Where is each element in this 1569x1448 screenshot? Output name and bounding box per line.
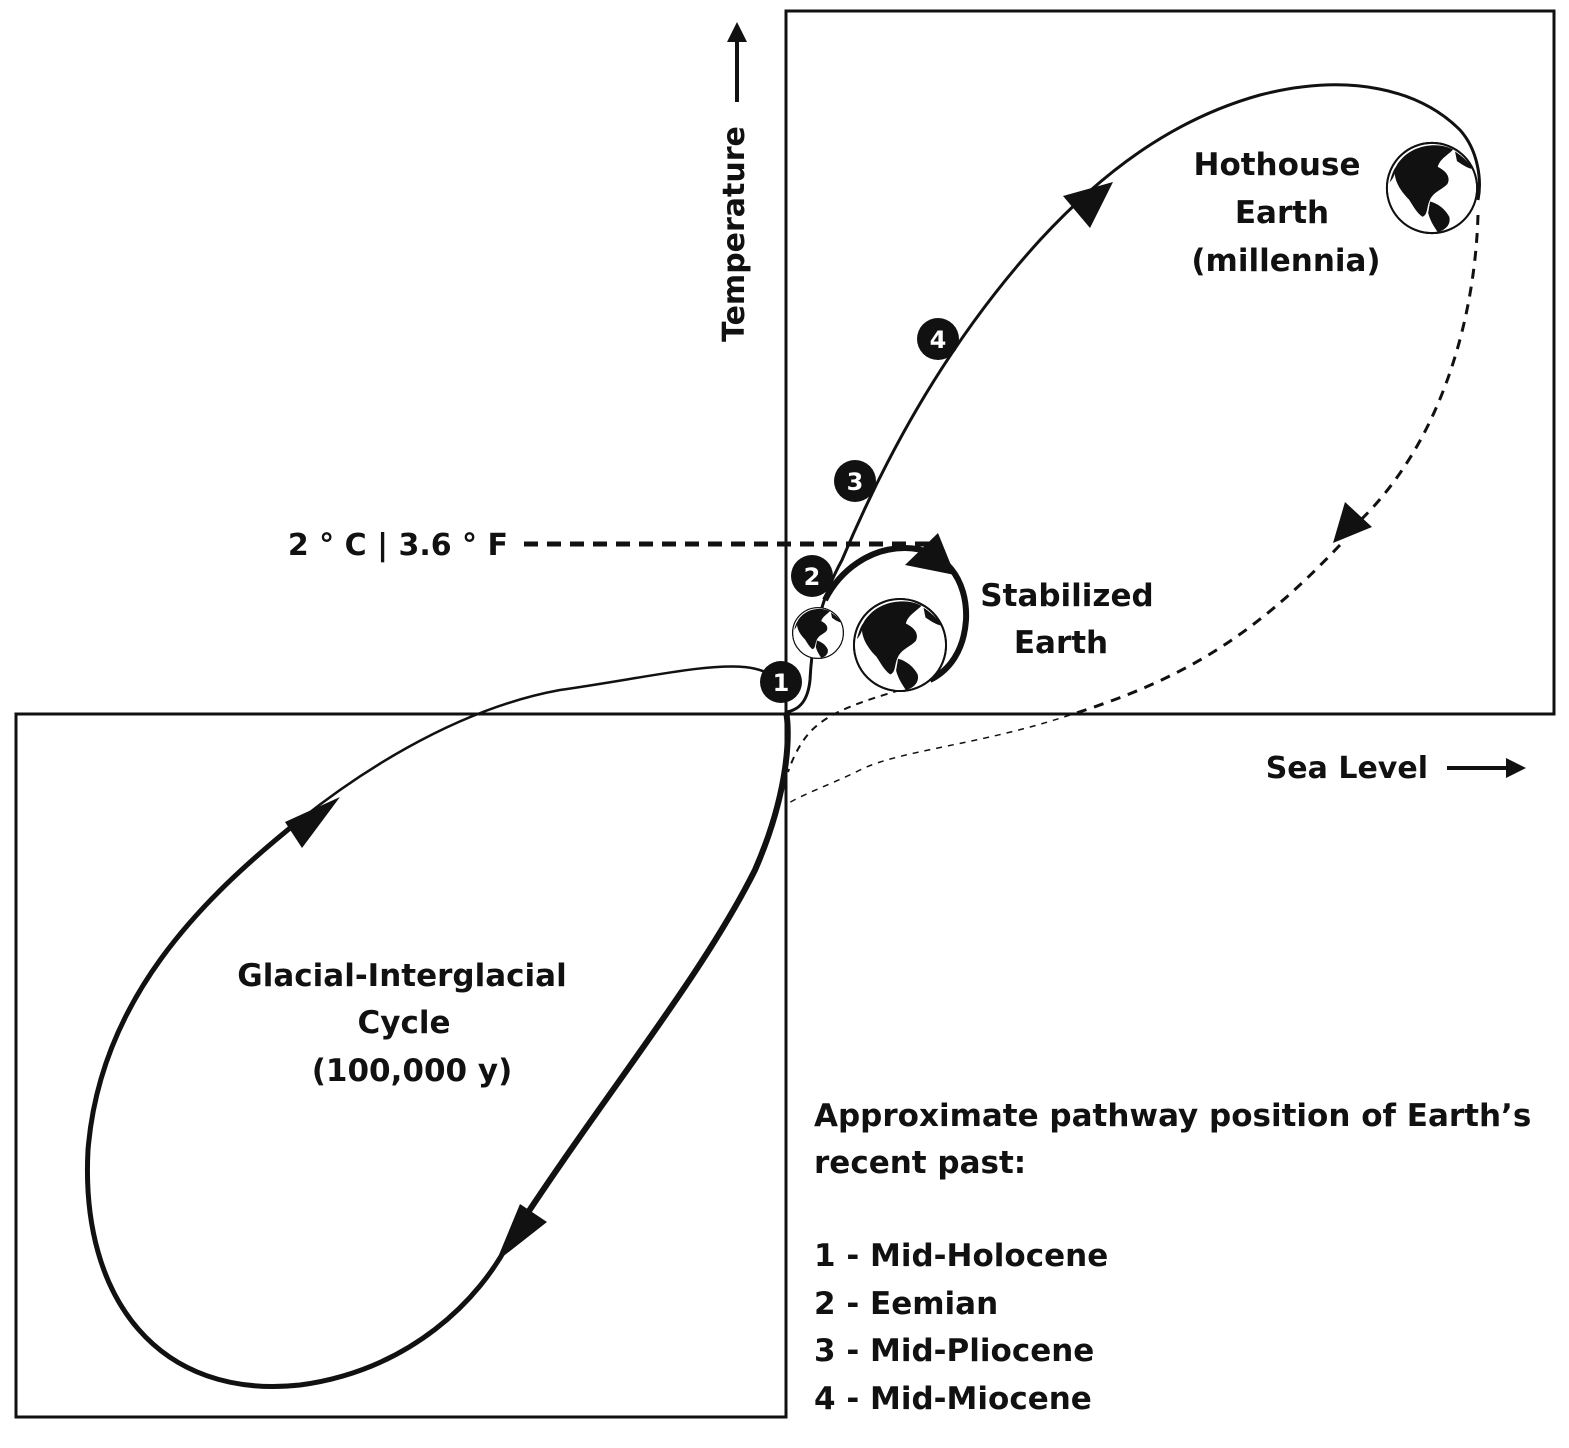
earth-globe-icon bbox=[852, 597, 948, 693]
marker-2: 2 bbox=[791, 555, 833, 597]
temperature-axis: Temperature bbox=[717, 22, 752, 342]
svg-text:Earth: Earth bbox=[1235, 195, 1329, 231]
legend-item: 3 - Mid-Pliocene bbox=[814, 1333, 1094, 1369]
arrowhead-icon bbox=[905, 533, 955, 575]
marker-3: 3 bbox=[834, 460, 876, 502]
axis-arrow-icon bbox=[1447, 758, 1526, 778]
svg-text:Cycle: Cycle bbox=[358, 1005, 451, 1041]
stabilized-pathway bbox=[822, 533, 970, 683]
svg-text:Earth: Earth bbox=[1014, 625, 1108, 661]
earth-globe-icon bbox=[1385, 141, 1479, 235]
svg-text:(millennia): (millennia) bbox=[1191, 243, 1380, 279]
svg-text:Hothouse: Hothouse bbox=[1194, 147, 1361, 183]
svg-text:3: 3 bbox=[847, 468, 864, 496]
glacial-interglacial-loop bbox=[84, 665, 791, 1389]
hothouse-label: Hothouse Earth (millennia) bbox=[1191, 147, 1380, 279]
earth-globe-icon bbox=[792, 607, 844, 659]
temperature-axis-label: Temperature bbox=[717, 126, 752, 342]
legend-item: 1 - Mid-Holocene bbox=[814, 1238, 1108, 1274]
upper-right-frame bbox=[784, 9, 1556, 716]
svg-text:(100,000 y): (100,000 y) bbox=[312, 1053, 513, 1089]
legend-item: 4 - Mid-Miocene bbox=[814, 1381, 1092, 1417]
arrowhead-icon bbox=[285, 797, 340, 848]
legend-title: Approximate pathway position of Earth’s bbox=[814, 1098, 1531, 1134]
svg-text:Stabilized: Stabilized bbox=[980, 578, 1153, 614]
svg-text:4: 4 bbox=[930, 326, 947, 354]
svg-text:2: 2 bbox=[804, 563, 821, 591]
arrowhead-icon bbox=[1063, 182, 1113, 228]
legend-item: 2 - Eemian bbox=[814, 1286, 998, 1322]
legend: Approximate pathway position of Earth’s … bbox=[814, 1098, 1531, 1417]
threshold-marker: 2 ° C | 3.6 ° F bbox=[288, 528, 930, 563]
svg-text:Glacial-Interglacial: Glacial-Interglacial bbox=[237, 958, 566, 994]
svg-text:1: 1 bbox=[773, 669, 790, 697]
axis-arrow-icon bbox=[727, 22, 747, 102]
marker-4: 4 bbox=[917, 318, 959, 360]
arrowhead-icon bbox=[496, 1204, 547, 1262]
sea-level-axis: Sea Level bbox=[1266, 751, 1526, 786]
legend-title-cont: recent past: bbox=[814, 1145, 1026, 1181]
stabilized-label: Stabilized Earth bbox=[980, 578, 1153, 661]
marker-1: 1 bbox=[760, 661, 802, 703]
arrowhead-icon bbox=[1333, 502, 1372, 543]
threshold-label: 2 ° C | 3.6 ° F bbox=[288, 528, 508, 563]
hothouse-pathway bbox=[785, 83, 1481, 806]
lower-left-frame bbox=[14, 712, 788, 1419]
sea-level-axis-label: Sea Level bbox=[1266, 751, 1428, 786]
glacial-label: Glacial-Interglacial Cycle (100,000 y) bbox=[237, 958, 566, 1089]
